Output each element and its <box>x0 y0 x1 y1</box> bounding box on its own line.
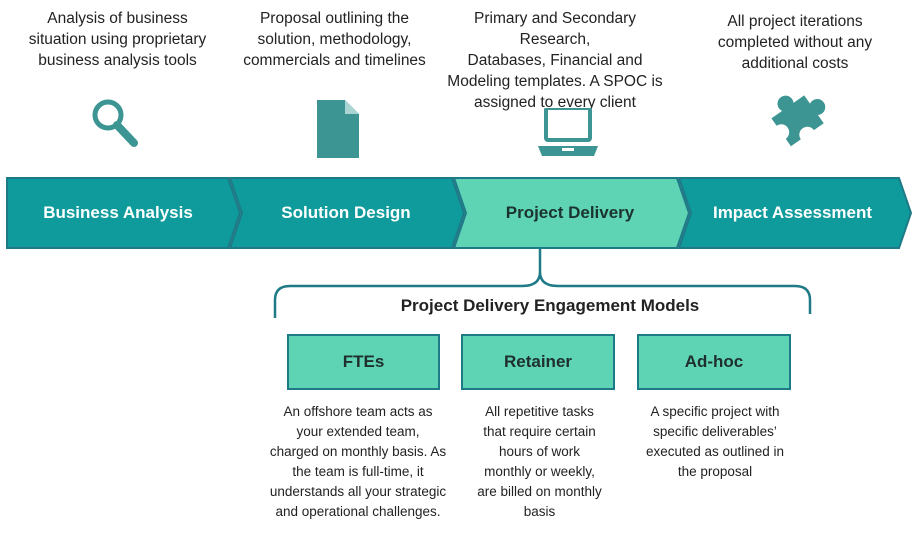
model-description-retainer: All repetitive tasks that require certai… <box>477 404 602 519</box>
chevron-business-analysis <box>6 177 242 249</box>
engagement-models-title: Project Delivery Engagement Models <box>400 296 700 315</box>
chevron-impact-assessment <box>677 177 913 249</box>
step-label-solution-design: Solution Design <box>281 203 411 222</box>
step-description-project-delivery: Primary and Secondary Research, Database… <box>447 10 663 111</box>
step-label-business-analysis: Business Analysis <box>43 203 193 222</box>
laptop-icon <box>536 106 600 163</box>
puzzle-piece-icon <box>765 88 829 157</box>
chevron-project-delivery <box>452 177 691 249</box>
models-bracket <box>273 248 812 318</box>
step-label-impact-assessment: Impact Assessment <box>712 203 873 222</box>
step-description-business-analysis: Analysis of business situation using pro… <box>28 10 207 69</box>
model-description-ftes: An offshore team acts as your extended t… <box>269 404 447 519</box>
model-box-retainer: Retainer <box>461 334 615 390</box>
step-description-solution-design: Proposal outlining the solution, methodo… <box>243 10 426 69</box>
model-box-ftes: FTEs <box>287 334 440 390</box>
magnifier-icon <box>88 97 144 158</box>
step-description-impact-assessment: All project iterations completed without… <box>717 13 873 72</box>
model-box-ad-hoc: Ad-hoc <box>637 334 791 390</box>
model-description-ad-hoc: A specific project with specific deliver… <box>645 404 785 479</box>
chevron-solution-design <box>228 177 466 249</box>
document-icon <box>317 100 359 163</box>
step-label-project-delivery: Project Delivery <box>505 203 635 222</box>
